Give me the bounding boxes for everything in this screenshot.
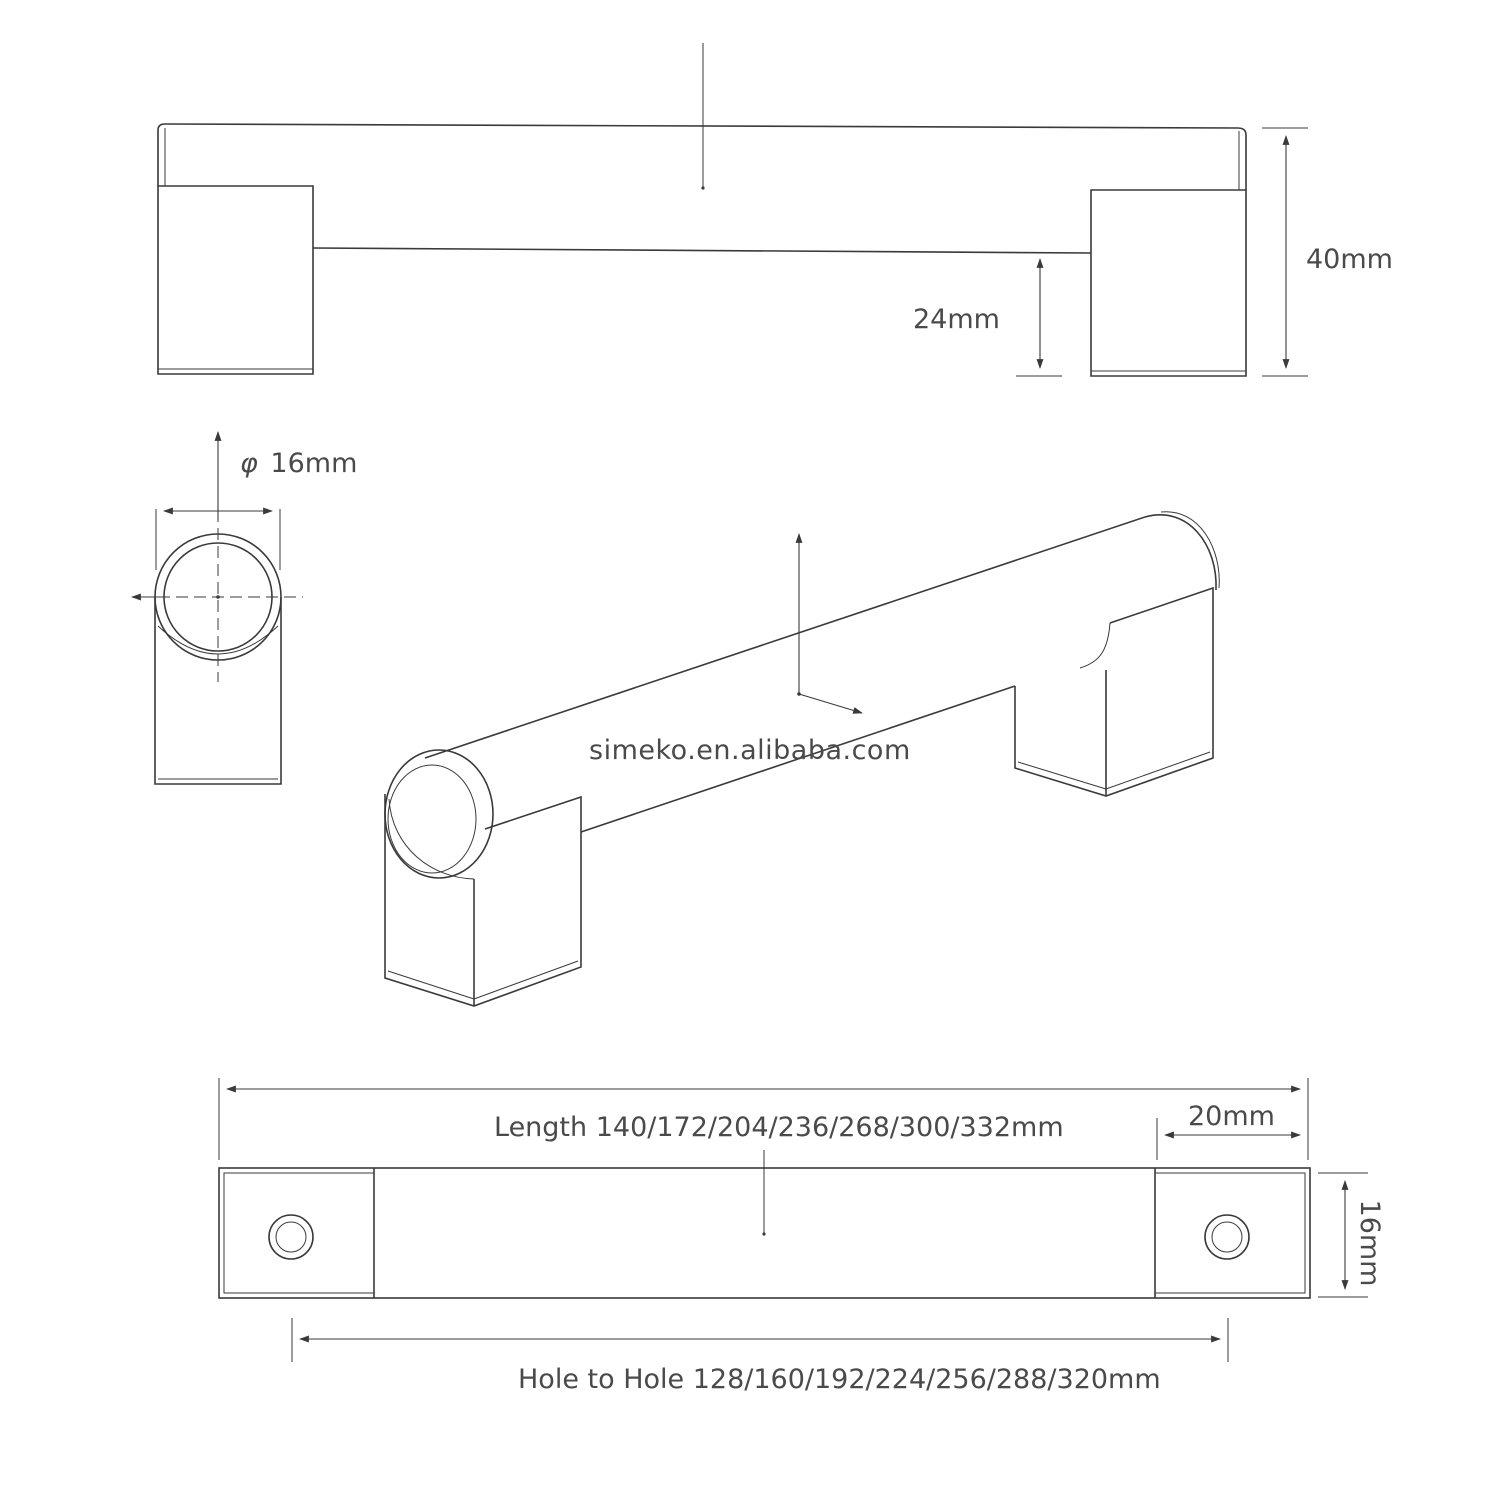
label-hole-to-hole: Hole to Hole 128/160/192/224/256/288/320… xyxy=(518,1364,1161,1395)
label-height-total: 40mm xyxy=(1306,244,1393,275)
top-view xyxy=(218,1150,1311,1299)
svg-text:φ 16mm: φ 16mm xyxy=(240,448,357,479)
dimension-hole-to-hole: Hole to Hole 128/160/192/224/256/288/320… xyxy=(291,1318,1229,1395)
watermark-text: simeko.en.alibaba.com xyxy=(589,735,911,766)
isometric-view xyxy=(384,511,1220,1007)
front-view xyxy=(157,43,1247,377)
dimension-length: Length 140/172/204/236/268/300/332mm xyxy=(218,1078,1309,1160)
label-foot-length: 20mm xyxy=(1188,1101,1275,1132)
label-length: Length 140/172/204/236/268/300/332mm xyxy=(494,1112,1064,1143)
diameter-symbol: φ xyxy=(240,448,258,479)
dimension-diameter: φ 16mm xyxy=(155,448,357,570)
dimension-foot-length: 20mm xyxy=(1156,1101,1301,1160)
dimension-height-clearance: 24mm xyxy=(913,258,1062,377)
label-diameter: 16mm xyxy=(270,448,357,479)
dimension-width: 16mm xyxy=(1318,1172,1385,1298)
label-height-clearance: 24mm xyxy=(913,304,1000,335)
side-view xyxy=(131,431,303,785)
dimension-height-total: 40mm xyxy=(1262,127,1393,377)
label-width: 16mm xyxy=(1354,1200,1385,1287)
